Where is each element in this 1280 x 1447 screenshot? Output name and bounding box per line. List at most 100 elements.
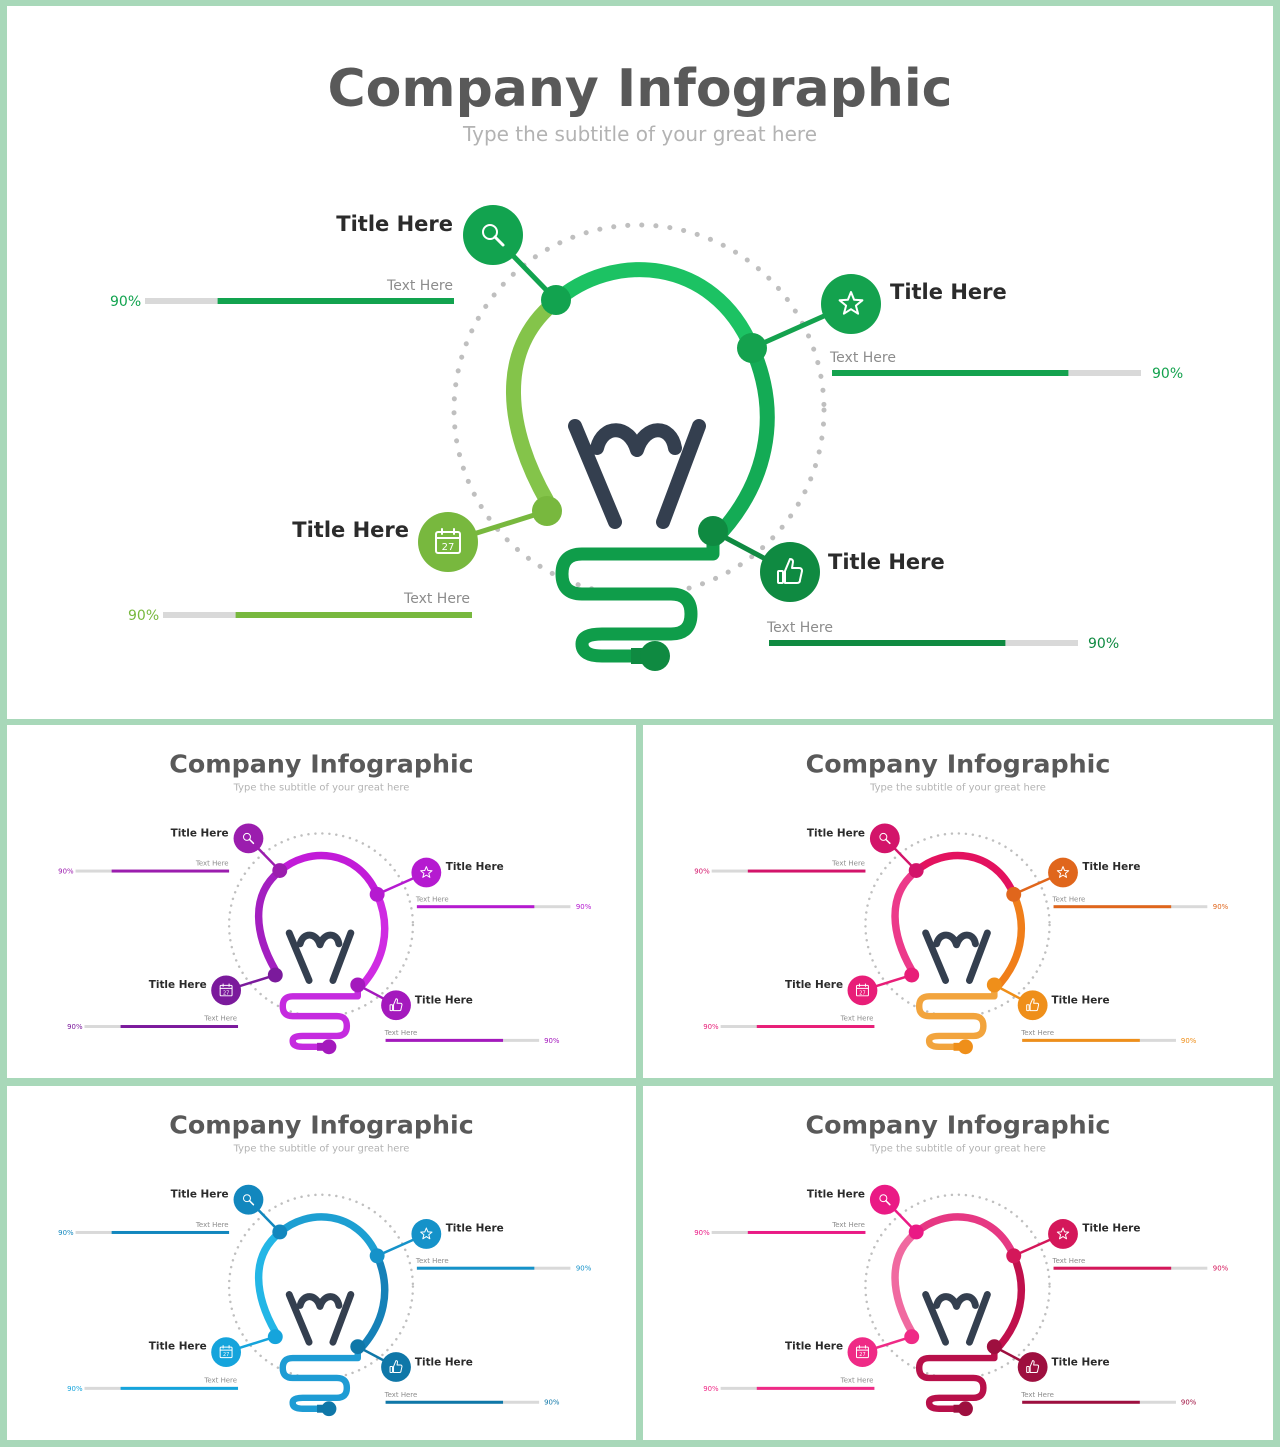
star-icon [420,866,433,878]
progress-fill-3 [756,1386,875,1390]
bulb-base-end [640,641,670,671]
item-text-2: Text Here [415,895,449,903]
connector-node-1 [272,863,288,878]
progress-fill-4 [385,1400,504,1404]
thumbs-up-icon-hand [393,1360,403,1373]
search-icon-lens [879,832,888,841]
item-title-3: Title Here [292,518,409,542]
bulb-base-end [321,1401,337,1417]
calendar-icon: 27 [219,1345,233,1358]
bulb-arc-top [550,262,759,352]
connector-node-1 [541,285,571,315]
page-subtitle: Type the subtitle of your great here [233,1144,410,1155]
progress-percent-3: 90% [703,1385,719,1393]
item-title-4: Title Here [415,1357,473,1369]
item-title-1: Title Here [171,1189,229,1201]
progress-fill-2 [1053,1266,1172,1270]
bulb-arc-left [255,868,282,972]
bulb-base-cord [915,1348,998,1412]
thumbs-up-icon-cuff [389,1366,394,1373]
callout-circle-2 [1048,857,1078,888]
item-text-4: Text Here [1020,1029,1054,1037]
callout-circle-4 [1017,1352,1048,1382]
callout-circle-4 [1017,990,1048,1021]
progress-percent-2: 90% [1213,1265,1229,1273]
connector-node-4 [350,1339,366,1355]
progress-percent-4: 90% [1181,1037,1197,1045]
bulb-filament [285,1291,355,1346]
bulb-base-cord [555,534,720,663]
callout-circle-4 [760,542,820,602]
bulb-base-plug [317,1042,323,1051]
calendar-icon-day: 27 [859,1352,865,1358]
progress-percent-1: 90% [694,868,710,876]
bulb-arc-left [506,296,560,505]
bulb-arc-top [913,851,1018,896]
connector-node-2 [369,1248,385,1264]
progress-fill-1 [111,1230,230,1234]
thumbs-up-icon-cuff [389,1004,394,1012]
item-text-4: Text Here [1020,1391,1054,1399]
page-title: Company Infographic [806,1110,1111,1140]
bulb-base-end [321,1039,337,1055]
item-title-3: Title Here [785,979,843,991]
calendar-icon-day: 27 [223,1352,229,1358]
bulb-arc-right [991,892,1026,993]
search-icon-handle [248,838,255,845]
item-title-2: Title Here [1082,861,1140,873]
item-title-4: Title Here [1052,1357,1110,1369]
connector-node-3 [532,496,562,526]
dotted-ring [451,222,827,598]
item-text-2: Text Here [829,350,896,366]
star-icon-shape [838,291,864,315]
connector-node-3 [267,967,283,983]
item-title-2: Title Here [1082,1222,1140,1234]
progress-percent-4: 90% [1181,1399,1197,1407]
item-text-3: Text Here [403,591,470,607]
thumbs-up-icon-cuff [1026,1366,1030,1373]
item-title-2: Title Here [446,861,504,873]
bulb-base-plug [317,1404,323,1413]
progress-fill-2 [416,905,535,909]
calendar-icon-day: 27 [442,542,455,553]
item-title-2: Title Here [446,1222,504,1234]
dotted-ring [227,1193,415,1380]
star-icon [1056,1227,1070,1240]
page-subtitle: Type the subtitle of your great here [869,782,1046,793]
calendar-icon: 27 [435,528,461,554]
connector-node-2 [369,886,385,902]
progress-fill-3 [235,612,472,618]
bulb-arc-left [891,868,919,972]
item-title-3: Title Here [149,979,207,991]
star-icon-shape [1056,1227,1070,1240]
search-icon-handle [248,1199,255,1206]
connector-node-4 [698,516,728,546]
search-icon-lens [879,1194,888,1203]
item-title-1: Title Here [807,1189,865,1201]
progress-percent-3: 90% [128,608,159,624]
search-icon-handle [493,235,505,247]
bulb-base-end [958,1039,973,1055]
bulb-arc-top [913,1213,1018,1258]
connector-node-3 [904,1329,920,1345]
bulb-base-plug [631,648,643,664]
bulb-base-end [958,1401,973,1417]
bulb-base-cord [915,986,998,1051]
calendar-icon-frame [219,984,233,997]
thumbs-up-icon [389,1360,403,1373]
item-text-3: Text Here [840,1015,874,1023]
page-subtitle: Type the subtitle of your great here [462,122,817,146]
item-text-2: Text Here [1052,895,1086,903]
item-title-1: Title Here [807,827,865,839]
calendar-icon-frame [855,984,869,997]
bulb-arc-top [276,851,381,896]
thumbs-up-icon [1026,998,1040,1012]
progress-percent-4: 90% [1088,636,1119,652]
item-text-1: Text Here [195,1221,229,1229]
dotted-ring [227,832,415,1018]
page-subtitle: Type the subtitle of your great here [233,782,410,793]
connector-node-3 [267,1329,283,1345]
